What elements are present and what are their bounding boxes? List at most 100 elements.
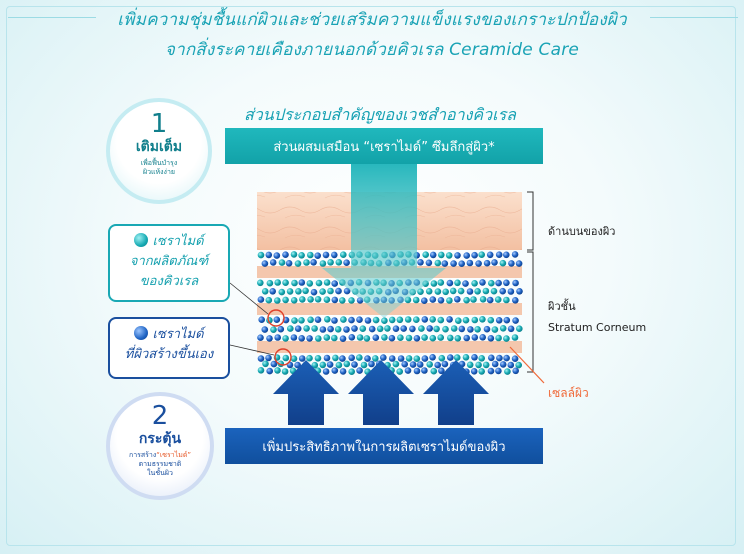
ceramide-dot: [295, 288, 302, 295]
step-2-badge: 2 กระตุ้น การสร้าง“เซราไมด์” ตามธรรมชาติ…: [106, 392, 214, 500]
ceramide-dot: [327, 287, 334, 295]
label-stratum-english: Stratum Corneum: [548, 321, 647, 334]
ceramide-dot: [425, 288, 433, 295]
ceramide-dot: [482, 361, 490, 369]
ceramide-dot: [507, 325, 515, 333]
legend-teal-line-2: จากผลิตภัณฑ์: [129, 254, 209, 269]
ceramide-dot: [475, 361, 482, 369]
ceramide-dot: [495, 367, 502, 375]
ceramide-dot: [413, 316, 420, 324]
ceramide-dot: [417, 288, 424, 296]
ceramide-dot: [463, 334, 471, 342]
ceramide-dot: [306, 354, 313, 362]
ceramide-dot: [426, 325, 434, 332]
label-skin-cell: เซลล์ผิว: [548, 386, 589, 400]
ceramide-dot: [516, 288, 523, 295]
ceramide-dot: [273, 316, 281, 324]
ceramide-dot: [311, 325, 318, 332]
ceramide-dot: [282, 279, 289, 287]
ceramide-dot: [409, 325, 416, 333]
ceramide-dot: [290, 297, 298, 304]
ceramide-dot: [359, 325, 367, 333]
ceramide-dot: [434, 259, 442, 267]
ceramide-dot: [372, 355, 379, 362]
step-2-sub-3: ในชั้นผิว: [147, 469, 173, 477]
blue-dot-icon: [134, 326, 149, 340]
ceramide-dot: [486, 296, 494, 304]
ceramide-dot: [335, 361, 343, 369]
ceramide-dot: [504, 368, 511, 375]
legend-teal-text-1: เซราไมด์: [152, 234, 204, 249]
ceramide-dot: [454, 279, 461, 287]
ceramide-dot: [471, 316, 479, 324]
ceramide-dot: [457, 287, 465, 295]
diagram-title: ส่วนประกอบสำคัญของเวชสำอางคิวเรล: [244, 105, 516, 124]
ceramide-dot: [471, 354, 478, 361]
legend-blue-line-2: ที่ผิวสร้างขึ้นเอง: [124, 347, 214, 362]
ceramide-dot: [302, 287, 309, 295]
ceramide-dot: [503, 316, 511, 324]
ceramide-dot: [466, 288, 474, 295]
ceramide-dot: [441, 360, 449, 368]
label-upper-skin: ด้านบนของผิว: [548, 225, 616, 238]
ceramide-dot: [286, 361, 294, 369]
ceramide-dot: [470, 296, 477, 303]
ceramide-dot: [368, 325, 376, 333]
ceramide-dot: [306, 280, 314, 287]
ceramide-dot: [434, 288, 442, 295]
ceramide-dot: [278, 288, 286, 296]
ceramide-dot: [421, 355, 429, 362]
ceramide-dot: [491, 326, 499, 333]
teal-callout-ring: [267, 309, 285, 327]
ceramide-dot: [430, 280, 438, 287]
ceramide-dot: [494, 296, 502, 303]
ceramide-dot: [421, 334, 428, 341]
legend-teal-line-3: ของคิวเรล: [139, 274, 199, 289]
ceramide-dot: [421, 316, 429, 323]
ceramide-dot: [294, 260, 302, 267]
ceramide-dot: [478, 355, 486, 362]
ceramide-dot: [310, 288, 318, 296]
ceramide-dot: [438, 251, 445, 259]
ceramide-dot: [512, 317, 519, 324]
ceramide-dot: [270, 326, 277, 334]
ceramide-dot: [499, 325, 507, 332]
ceramide-dot: [277, 325, 285, 333]
ceramide-dot: [331, 280, 339, 287]
ceramide-dot: [416, 361, 424, 368]
ceramide-dot: [446, 297, 453, 304]
ceramide-dot: [274, 279, 282, 286]
ceramide-dot: [479, 296, 487, 303]
ceramide-dot: [348, 354, 356, 362]
ceramide-dot: [314, 296, 322, 303]
ceramide-dot: [418, 325, 425, 332]
label-stratum-thai: ผิวชั้น: [548, 300, 576, 313]
ceramide-dot: [512, 367, 519, 375]
ceramide-dot: [404, 316, 412, 323]
ceramide-dot: [466, 361, 474, 369]
ceramide-dot: [299, 296, 306, 303]
ceramide-dot: [446, 279, 454, 287]
ceramide-dot: [426, 361, 434, 368]
ceramide-dot: [363, 335, 371, 342]
ceramide-dot: [479, 279, 486, 286]
ceramide-dot: [257, 334, 264, 342]
step-2-sub-2: ตามธรรมชาติ: [138, 460, 182, 468]
ceramide-dot: [323, 296, 331, 304]
ceramide-dot: [257, 251, 265, 259]
ceramide-dot: [319, 361, 327, 369]
ceramide-dot: [437, 334, 445, 341]
step-2-sub-1: การสร้าง“เซราไมด์”: [110, 451, 210, 460]
ceramide-dot: [327, 259, 334, 266]
ceramide-dot: [331, 317, 338, 324]
step-1-sub-2: ผิวแห้งง่าย: [142, 168, 176, 176]
ceramide-dot: [438, 367, 445, 375]
ceramide-dot: [348, 297, 355, 304]
ceramide-dot: [368, 360, 375, 368]
ceramide-dot: [412, 296, 420, 304]
ceramide-dot: [351, 325, 358, 332]
ceramide-dot: [392, 360, 400, 368]
ceramide-dot: [331, 296, 339, 304]
ceramide-dot: [307, 296, 314, 303]
ceramide-dot: [511, 334, 519, 341]
